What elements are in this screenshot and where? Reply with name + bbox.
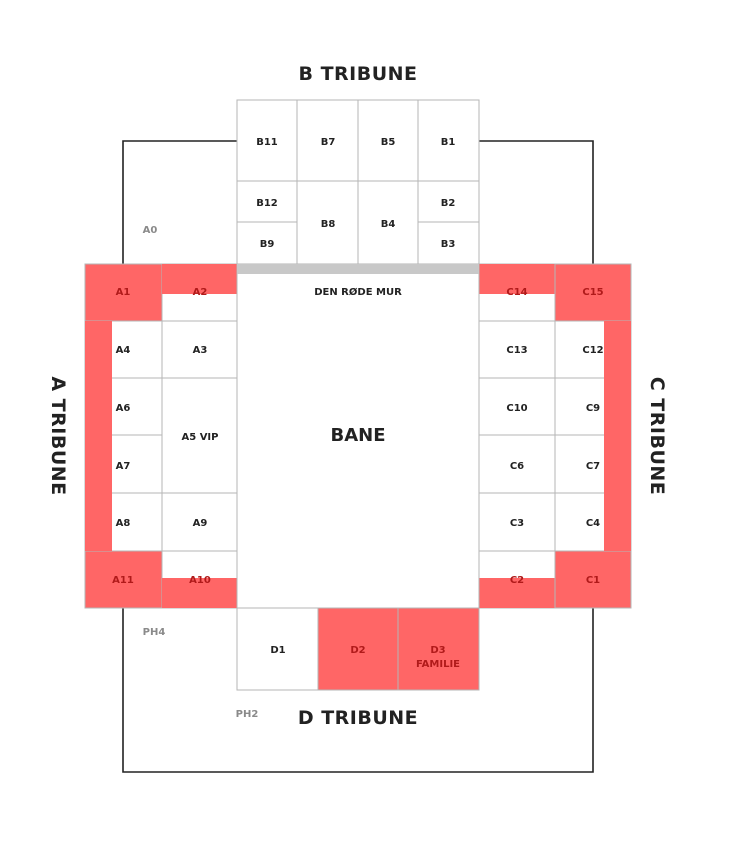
- section-d1[interactable]: [236, 607, 319, 691]
- b-tribune-title: B TRIBUNE: [298, 63, 417, 85]
- label-b7: B7: [321, 137, 336, 148]
- label-c3: C3: [510, 518, 524, 529]
- den-rode-mur-wall: [237, 264, 479, 274]
- section-b8[interactable]: [296, 180, 359, 265]
- c-tribune-title: C TRIBUNE: [646, 377, 668, 496]
- label-c9: C9: [586, 403, 600, 414]
- field-label: BANE: [330, 425, 385, 446]
- section-b11[interactable]: [236, 99, 298, 182]
- label-c6: C6: [510, 461, 524, 472]
- label-c15: C15: [582, 287, 603, 298]
- c-section-labels: C14 C15 C13 C12 C10 C9 C6 C7 C3 C4 C2 C1: [506, 287, 603, 586]
- section-c6[interactable]: [478, 434, 556, 494]
- label-c14: C14: [506, 287, 527, 298]
- b-section-labels: B11 B7 B5 B1 B12 B9 B8 B4 B2 B3: [256, 137, 455, 250]
- d-tribune-title: D TRIBUNE: [298, 707, 418, 729]
- label-c10: C10: [506, 403, 527, 414]
- section-a3[interactable]: [161, 320, 238, 379]
- label-d2: D2: [350, 645, 365, 656]
- label-a8: A8: [116, 518, 131, 529]
- label-a7: A7: [116, 461, 131, 472]
- section-b4[interactable]: [357, 180, 419, 265]
- label-d3-sub: FAMILIE: [416, 659, 460, 670]
- a-section-labels: A1 A2 A4 A3 A6 A5 VIP A7 A8 A9 A11 A10: [112, 287, 218, 586]
- label-c12: C12: [582, 345, 603, 356]
- area-ph4-label: PH4: [143, 627, 166, 638]
- section-d3[interactable]: [397, 607, 480, 691]
- label-a3: A3: [193, 345, 208, 356]
- label-a1: A1: [116, 287, 131, 298]
- label-a5: A5 VIP: [182, 432, 219, 443]
- label-b1: B1: [441, 137, 456, 148]
- venue-outline: [122, 140, 594, 773]
- wall-label: DEN RØDE MUR: [314, 286, 402, 298]
- a-tribune-red-strip: [85, 321, 112, 551]
- label-a10: A10: [189, 575, 211, 586]
- d-section-labels: D1 D2 D3 FAMILIE: [270, 645, 460, 670]
- label-b12: B12: [256, 198, 278, 209]
- label-b3: B3: [441, 239, 456, 250]
- section-b5[interactable]: [357, 99, 419, 182]
- label-b9: B9: [260, 239, 275, 250]
- section-a2-highlight: [162, 264, 237, 294]
- label-c13: C13: [506, 345, 527, 356]
- section-d2[interactable]: [317, 607, 399, 691]
- section-c13[interactable]: [478, 320, 556, 379]
- label-d1: D1: [270, 645, 285, 656]
- area-a0-label: A0: [143, 225, 158, 236]
- section-c14-highlight: [479, 264, 555, 294]
- section-c2-highlight: [479, 578, 555, 608]
- area-ph2-label: PH2: [236, 709, 259, 720]
- label-a11: A11: [112, 575, 134, 586]
- label-d3: D3: [430, 645, 445, 656]
- section-b2[interactable]: [417, 180, 480, 223]
- c-tribune-red-strip: [604, 321, 631, 551]
- b-tribune-sections: [236, 99, 480, 265]
- label-c4: C4: [586, 518, 600, 529]
- label-a2: A2: [193, 287, 208, 298]
- label-b8: B8: [321, 219, 336, 230]
- label-b4: B4: [381, 219, 396, 230]
- label-b11: B11: [256, 137, 278, 148]
- section-c1[interactable]: [554, 550, 632, 609]
- label-a4: A4: [116, 345, 131, 356]
- field-bane: [236, 263, 480, 609]
- section-c15[interactable]: [554, 263, 632, 322]
- label-b5: B5: [381, 137, 396, 148]
- label-a9: A9: [193, 518, 208, 529]
- section-b3[interactable]: [417, 221, 480, 265]
- section-b7[interactable]: [296, 99, 359, 182]
- section-a10-highlight: [162, 578, 237, 608]
- label-c7: C7: [586, 461, 600, 472]
- label-b2: B2: [441, 198, 456, 209]
- section-c3[interactable]: [478, 492, 556, 552]
- c-tribune-sections: [478, 263, 632, 609]
- label-c1: C1: [586, 575, 600, 586]
- label-c2: C2: [510, 575, 524, 586]
- d-tribune-sections: [236, 607, 480, 691]
- a-tribune-title: A TRIBUNE: [47, 376, 69, 495]
- label-a6: A6: [116, 403, 131, 414]
